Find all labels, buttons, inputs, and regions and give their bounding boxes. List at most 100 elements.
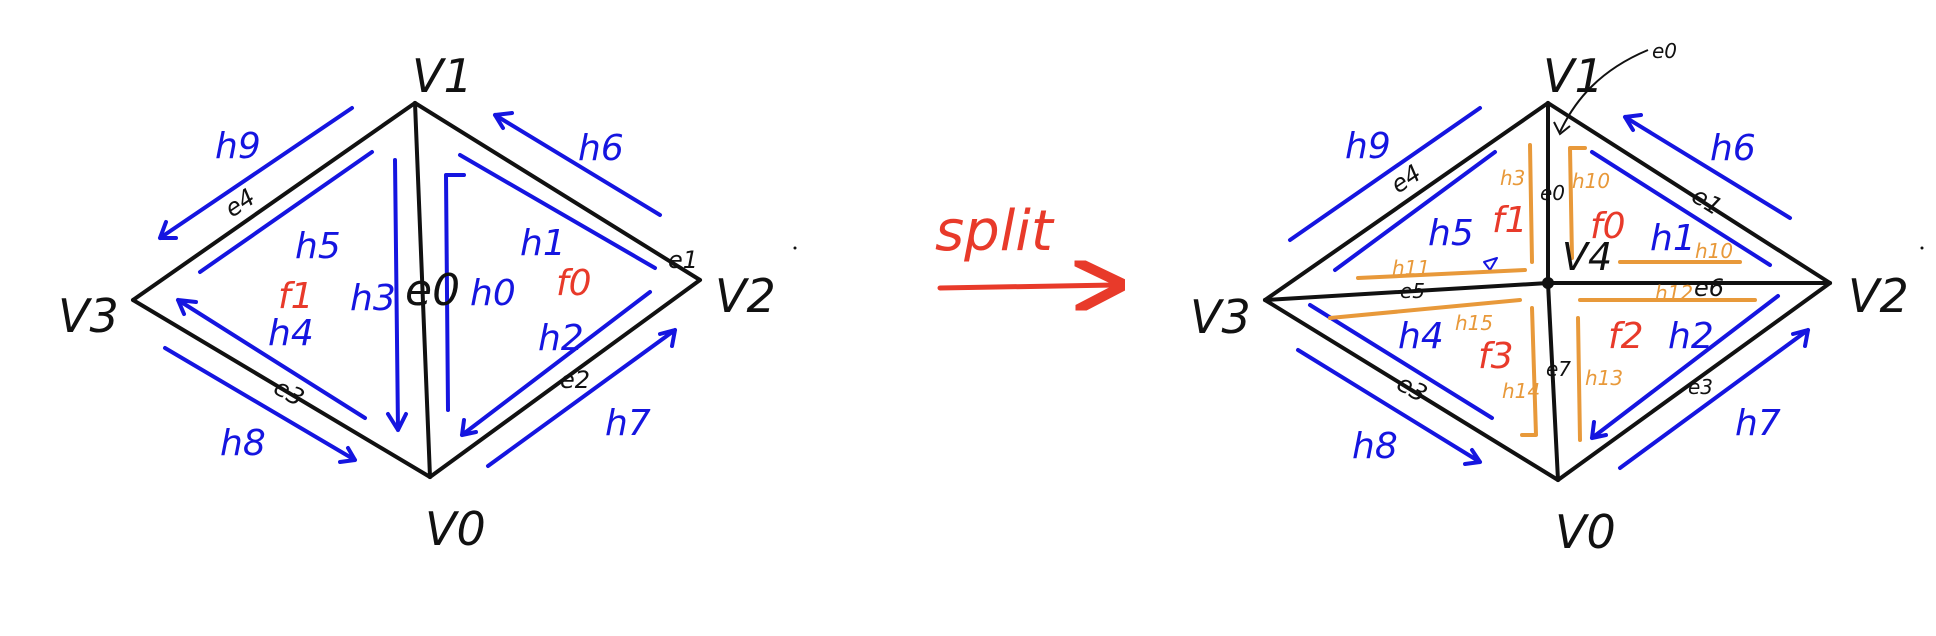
halfedge-label-h1: h1 [1650, 218, 1696, 259]
new-halfedge-label-h10-top: h10 [1572, 169, 1610, 193]
halfedge-arrow-h9 [158, 106, 354, 240]
halfedge-label-h0: h0 [470, 273, 516, 314]
before-mesh: V1 V3 V2 V0 e0 e4 e1 e3 e2 h9 h6 h5 h3 h… [58, 49, 776, 556]
halfedge-label-h5: h5 [1428, 213, 1474, 254]
halfedge-arrow-h5 [198, 150, 374, 274]
face-label-f3: f3 [1478, 336, 1514, 377]
edge-label-e7: e7 [1546, 357, 1571, 381]
face-label-f0: f0 [1590, 206, 1626, 247]
new-halfedge-arrow-h14 [1520, 306, 1538, 437]
halfedge-label-h9: h9 [215, 126, 261, 167]
new-halfedge-label-h3: h3 [1500, 166, 1525, 190]
halfedge-label-h6: h6 [578, 128, 624, 169]
halfedge-arrow-h0 [444, 173, 466, 412]
edge-label-e0: e0 [405, 265, 460, 316]
new-halfedge-arrow-h13 [1576, 316, 1582, 442]
marker-triangle [1483, 257, 1498, 271]
halfedge-arrow-h6 [1623, 113, 1792, 220]
face-label-f2: f2 [1608, 316, 1644, 357]
edge-label-e2: e2 [560, 366, 590, 394]
edge-v3-v4 [1263, 281, 1550, 302]
edge-label-e6: e6 [1694, 274, 1724, 302]
edge-v4-v0 [1546, 281, 1560, 482]
face-label-f1: f1 [1492, 200, 1528, 241]
halfedge-label-h1: h1 [520, 223, 566, 264]
split-operation: split [935, 199, 1115, 288]
halfedge-arrow-h1 [458, 153, 657, 270]
new-halfedge-label-h14: h14 [1502, 379, 1540, 403]
vertex-label-v4: V4 [1562, 235, 1612, 279]
edge-v0-v3 [1263, 298, 1560, 482]
vertex-label-v0: V0 [1555, 505, 1616, 559]
vertex-label-v2: V2 [715, 269, 776, 323]
halfedge-label-h4: h4 [1398, 316, 1444, 357]
halfedge-arrow-h7 [1618, 328, 1810, 470]
halfedge-arrow-h9 [1288, 106, 1482, 242]
before-halfedge-strokes [158, 106, 677, 468]
new-halfedge-arrow-h15 [1328, 298, 1522, 320]
halfedge-label-h6: h6 [1710, 128, 1756, 169]
after-new-halfedge-strokes [1328, 143, 1757, 442]
edge-v3-v1 [131, 101, 417, 302]
after-edges [1263, 101, 1832, 482]
face-label-f1: f1 [278, 276, 314, 317]
edge-label-e3-right: e3 [1688, 375, 1713, 399]
halfedge-arrow-h7 [486, 328, 677, 468]
halfedge-label-h7: h7 [1735, 403, 1781, 444]
edge-v0-v3 [131, 298, 432, 479]
new-halfedge-arrow-h3 [1528, 143, 1534, 264]
before-edges [131, 101, 702, 479]
vertex-label-v1: V1 [412, 49, 473, 103]
edge-label-e1: e1 [668, 246, 698, 274]
after-mesh: V1 V3 V2 V0 V4 e0 e4 e1 e5 e6 e3 e7 e3 e… [1190, 39, 1909, 559]
halfedge-label-h5: h5 [295, 226, 341, 267]
halfedge-label-h9: h9 [1345, 126, 1391, 167]
annotation-label-e0: e0 [1652, 39, 1677, 63]
new-halfedge-arrow-h10 [1568, 146, 1587, 260]
vertex-label-v2: V2 [1848, 269, 1909, 323]
halfedge-arrow-h2 [1590, 294, 1780, 440]
halfedge-label-h2: h2 [1668, 316, 1714, 357]
new-halfedge-label-h10: h10 [1695, 239, 1733, 263]
split-arrow [937, 285, 1115, 288]
halfedge-label-h8: h8 [1352, 426, 1398, 467]
vertex-label-v3: V3 [1190, 290, 1251, 344]
halfedge-arrow-h2 [460, 290, 652, 437]
edge-v1-v2 [1546, 101, 1832, 285]
halfedge-label-h7: h7 [605, 403, 651, 444]
edge-label-e0-inner: e0 [1540, 181, 1565, 205]
halfedge-arrow-h5 [1333, 150, 1497, 272]
new-halfedge-label-h15: h15 [1455, 311, 1493, 335]
edge-label-e5: e5 [1400, 279, 1425, 303]
stray-dot-right [1920, 246, 1924, 250]
new-halfedge-label-h13: h13 [1585, 366, 1623, 390]
annotation-pointer-head [1553, 121, 1571, 136]
edge-v2-v0 [428, 278, 702, 479]
edge-v2-v0 [1556, 281, 1832, 482]
halfedge-label-h4: h4 [268, 313, 314, 354]
halfedge-arrow-h3 [386, 158, 408, 432]
halfedge-arrow-h4 [1308, 303, 1494, 420]
face-label-f0: f0 [556, 263, 592, 304]
halfedge-label-h8: h8 [220, 423, 266, 464]
halfedge-arrow-h1 [1590, 150, 1772, 267]
vertex-dot-v4 [1542, 277, 1554, 289]
vertex-label-v0: V0 [425, 502, 486, 556]
edge-v3-v1 [1263, 101, 1550, 302]
split-label: split [935, 199, 1055, 264]
stray-dot-left [793, 246, 797, 250]
edge-v1-v2 [413, 101, 702, 282]
new-halfedge-arrow-h11 [1356, 268, 1527, 280]
vertex-label-v1: V1 [1543, 49, 1604, 103]
halfedge-label-h3: h3 [350, 278, 396, 319]
annotation-pointer-e0 [1559, 49, 1649, 133]
vertex-label-v3: V3 [58, 289, 119, 343]
halfedge-arrow-h6 [493, 111, 662, 217]
halfedge-arrow-h8 [163, 346, 357, 464]
halfedge-arrow-h4 [176, 298, 367, 420]
new-halfedge-label-h11: h11 [1392, 256, 1430, 280]
halfedge-arrow-h8 [1296, 348, 1482, 466]
new-halfedge-label-h12: h12 [1655, 281, 1693, 305]
edge-v1-v0 [413, 101, 432, 479]
